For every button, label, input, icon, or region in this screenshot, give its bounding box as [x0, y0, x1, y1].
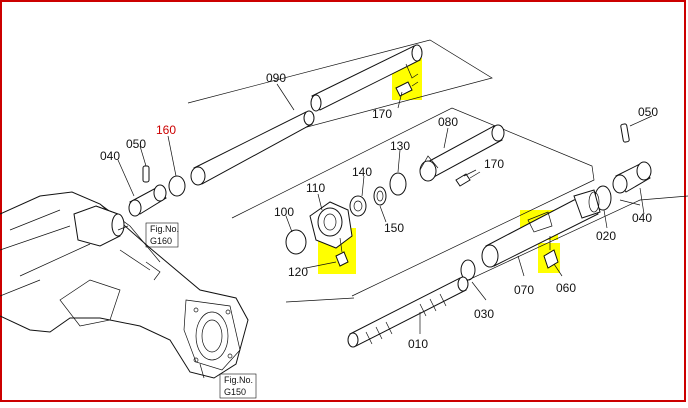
label-090: 090 [266, 71, 286, 85]
part-090-tube [190, 44, 423, 186]
axle-housing-g150 [0, 191, 249, 379]
label-150: 150 [384, 221, 404, 235]
figref-g150-line2: G150 [224, 387, 246, 397]
part-040-right [612, 161, 652, 194]
figref-g160-line2: G160 [150, 236, 172, 246]
part-140-bearing [349, 195, 367, 217]
label-050-left: 050 [126, 137, 146, 151]
part-040-left [128, 184, 167, 217]
figref-g160-line1: Fig.No. [150, 224, 179, 234]
part-120-bolt [335, 237, 349, 267]
label-170-mid: 170 [484, 157, 504, 171]
figref-g150-line1: Fig.No. [224, 375, 253, 385]
label-110: 110 [306, 181, 325, 195]
label-140: 140 [352, 165, 372, 179]
label-130: 130 [390, 139, 410, 153]
part-050-left [142, 165, 150, 183]
label-030: 030 [474, 307, 494, 321]
part-130-oring [389, 172, 407, 196]
part-080-tube [419, 124, 505, 182]
part-100-oring [285, 229, 307, 255]
label-120: 120 [288, 265, 308, 279]
figref-g150-box [219, 373, 257, 399]
label-100: 100 [274, 205, 294, 219]
part-030-oring [460, 259, 476, 281]
part-050-right [620, 123, 630, 143]
part-010-shaft [347, 276, 469, 348]
label-020: 020 [596, 229, 616, 243]
part-150-circlip [373, 186, 387, 206]
leader-lines [117, 83, 653, 379]
label-040-left: 040 [100, 149, 120, 163]
figure-refs: Fig.No. G160 Fig.No. G150 [145, 222, 257, 399]
label-170-top: 170 [372, 107, 392, 121]
label-050-right: 050 [638, 105, 658, 119]
part-070-tube [481, 189, 601, 268]
part-labels: 090 170 080 170 130 140 110 150 100 120 … [100, 71, 658, 351]
label-070: 070 [514, 283, 534, 297]
part-110-holder [309, 201, 353, 249]
label-080: 080 [438, 115, 458, 129]
part-170-bolt-mid [455, 171, 481, 187]
boss-g160 [73, 205, 125, 247]
part-170-bolt-top [395, 81, 419, 97]
label-010: 010 [408, 337, 428, 351]
label-160: 160 [156, 123, 176, 137]
part-160-oring [168, 175, 186, 197]
part-060-bolt [543, 236, 559, 269]
label-060: 060 [556, 281, 576, 295]
label-040-right: 040 [632, 211, 652, 225]
figref-g160-box [145, 222, 179, 248]
